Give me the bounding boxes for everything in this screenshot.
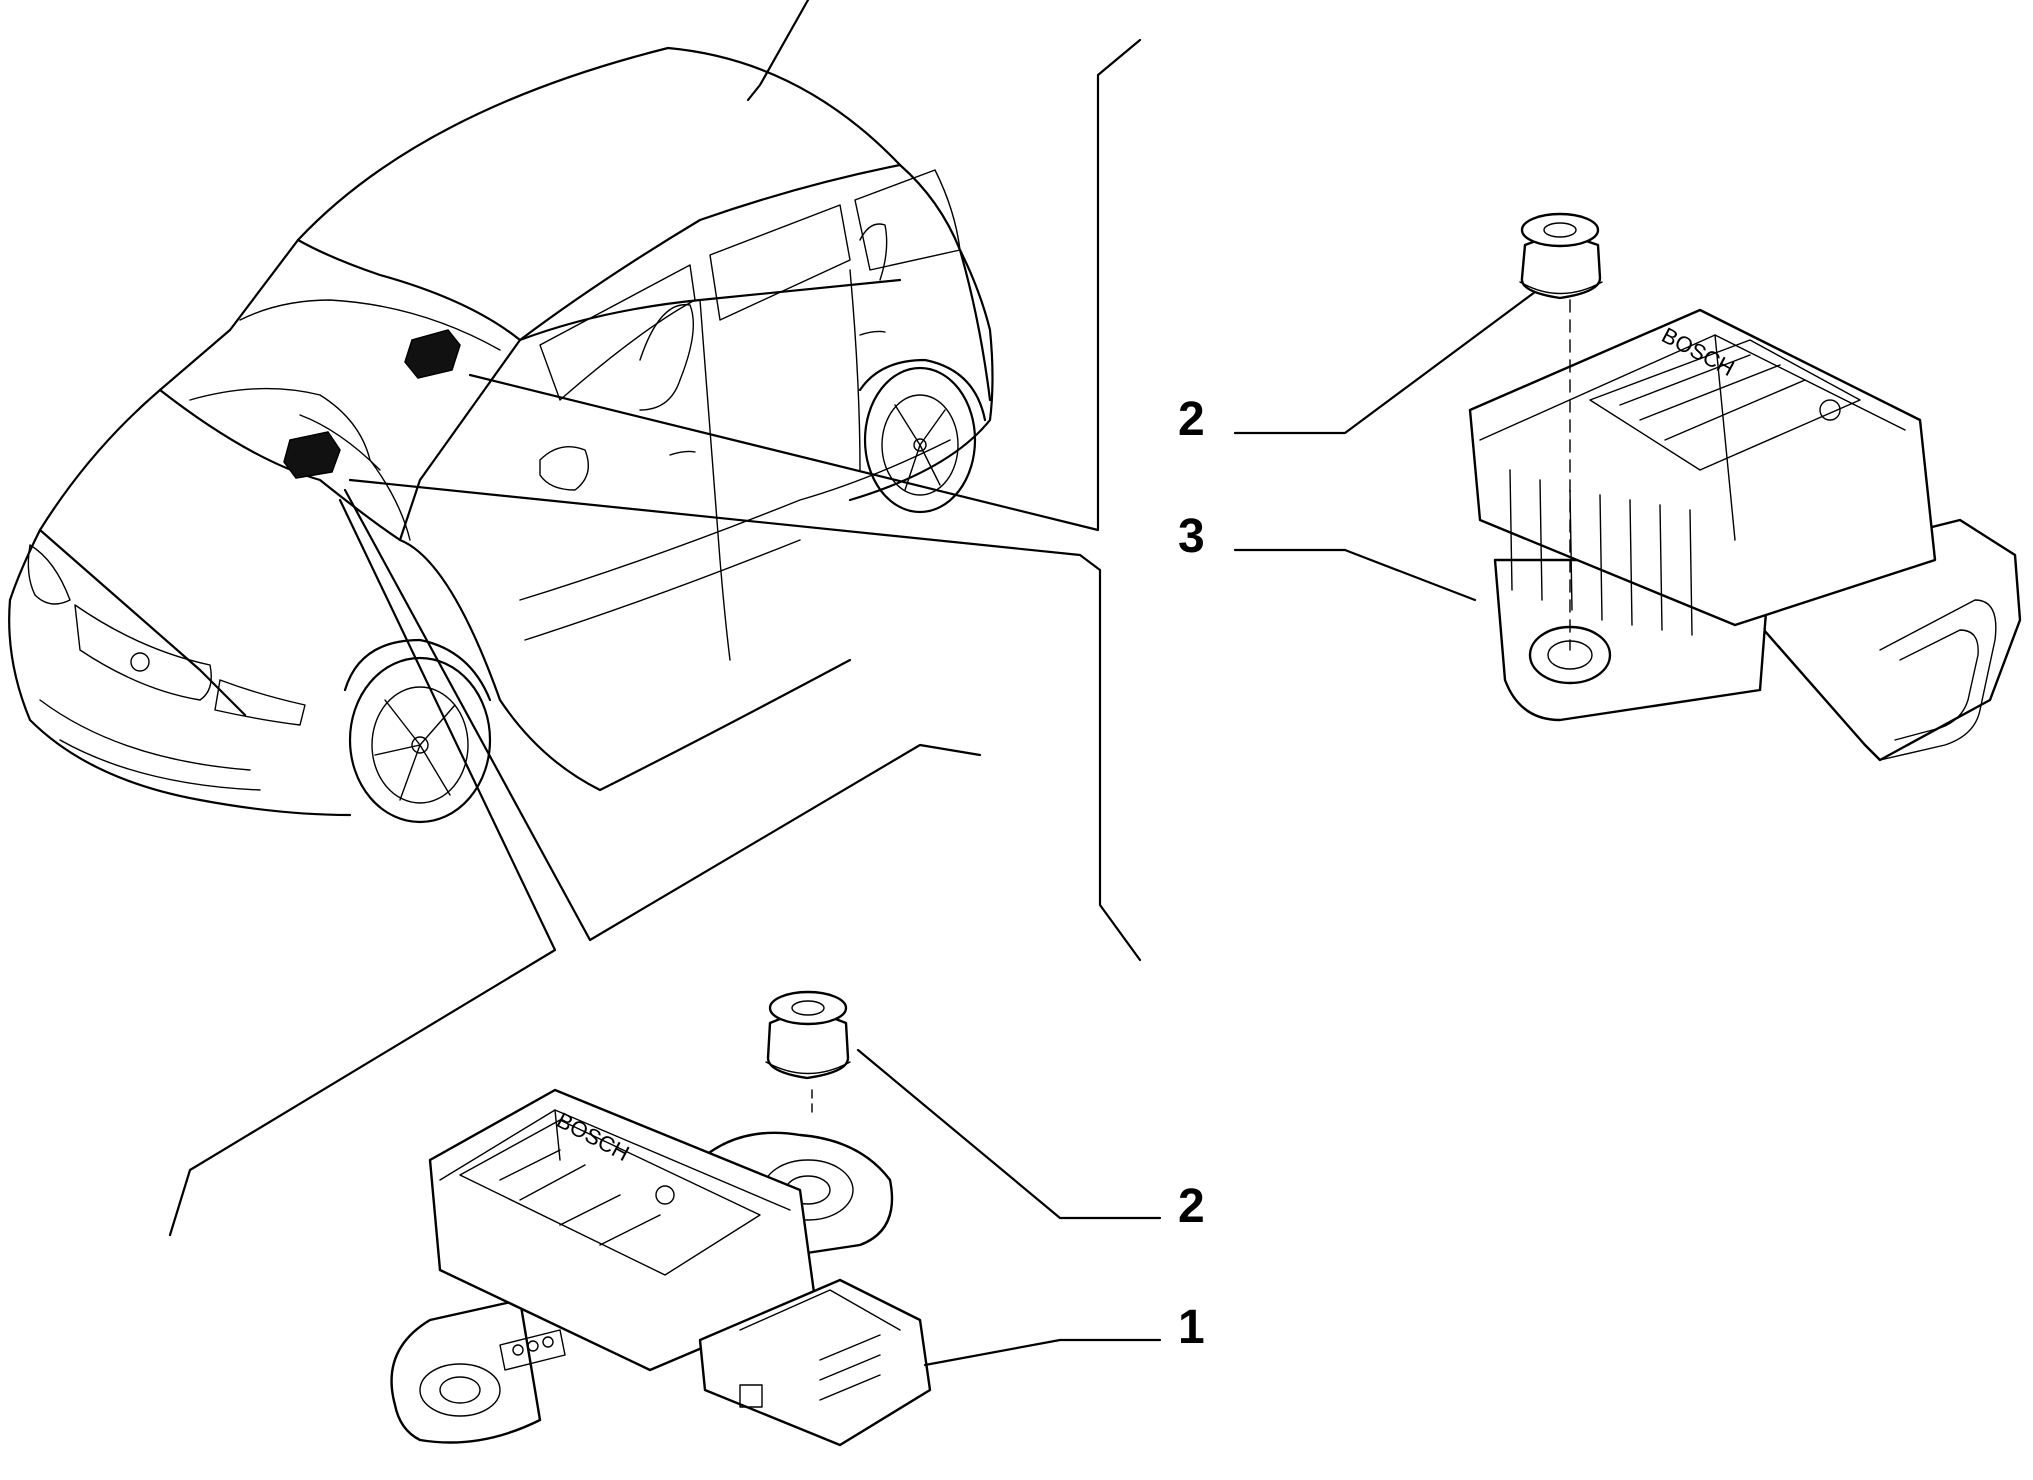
leader-lines bbox=[168, 38, 1142, 1237]
callout-lines bbox=[856, 290, 1537, 1367]
nut-upper bbox=[1519, 212, 1603, 300]
callout-1: 1 bbox=[1178, 1301, 1205, 1354]
callout-2-upper: 2 bbox=[1178, 393, 1205, 446]
callout-3: 3 bbox=[1178, 510, 1205, 563]
sensor-upper: BOSCH bbox=[1468, 299, 2022, 762]
sensor-lower: BOSCH bbox=[390, 1088, 932, 1447]
callout-2-lower: 2 bbox=[1178, 1180, 1205, 1233]
vehicle-illustration bbox=[8, 0, 994, 824]
nut-lower bbox=[765, 990, 851, 1116]
